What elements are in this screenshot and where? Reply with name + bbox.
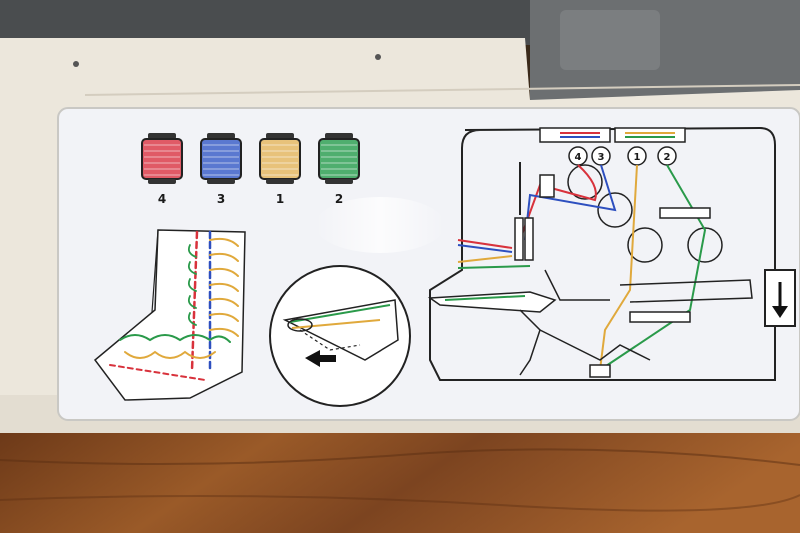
spool-icon	[141, 133, 183, 184]
left-arrow-icon	[305, 350, 336, 367]
thread-number: 1	[634, 152, 641, 163]
spool-icon	[259, 133, 301, 184]
down-arrow-icon	[764, 269, 796, 327]
looper-detail-inset	[269, 265, 411, 407]
spool-icon	[200, 133, 242, 184]
spool-label: 1	[276, 192, 284, 206]
thread-number: 3	[598, 152, 605, 163]
spool-label: 4	[158, 192, 166, 206]
screw-hole	[73, 61, 79, 67]
screw-hole	[375, 54, 381, 60]
spool-icon	[318, 133, 360, 184]
light-glare	[315, 197, 445, 253]
threading-path-diagram: 4 3 1 2	[427, 126, 776, 381]
spool-label: 3	[217, 192, 225, 206]
threading-diagram-panel	[57, 107, 800, 421]
thread-number: 4	[575, 152, 582, 163]
wood-table	[0, 425, 800, 533]
spool-label: 2	[335, 192, 343, 206]
overlock-stitch-diagram	[93, 229, 246, 401]
spool-group: 4 3 1 2	[141, 133, 360, 206]
thread-number: 2	[664, 152, 671, 163]
